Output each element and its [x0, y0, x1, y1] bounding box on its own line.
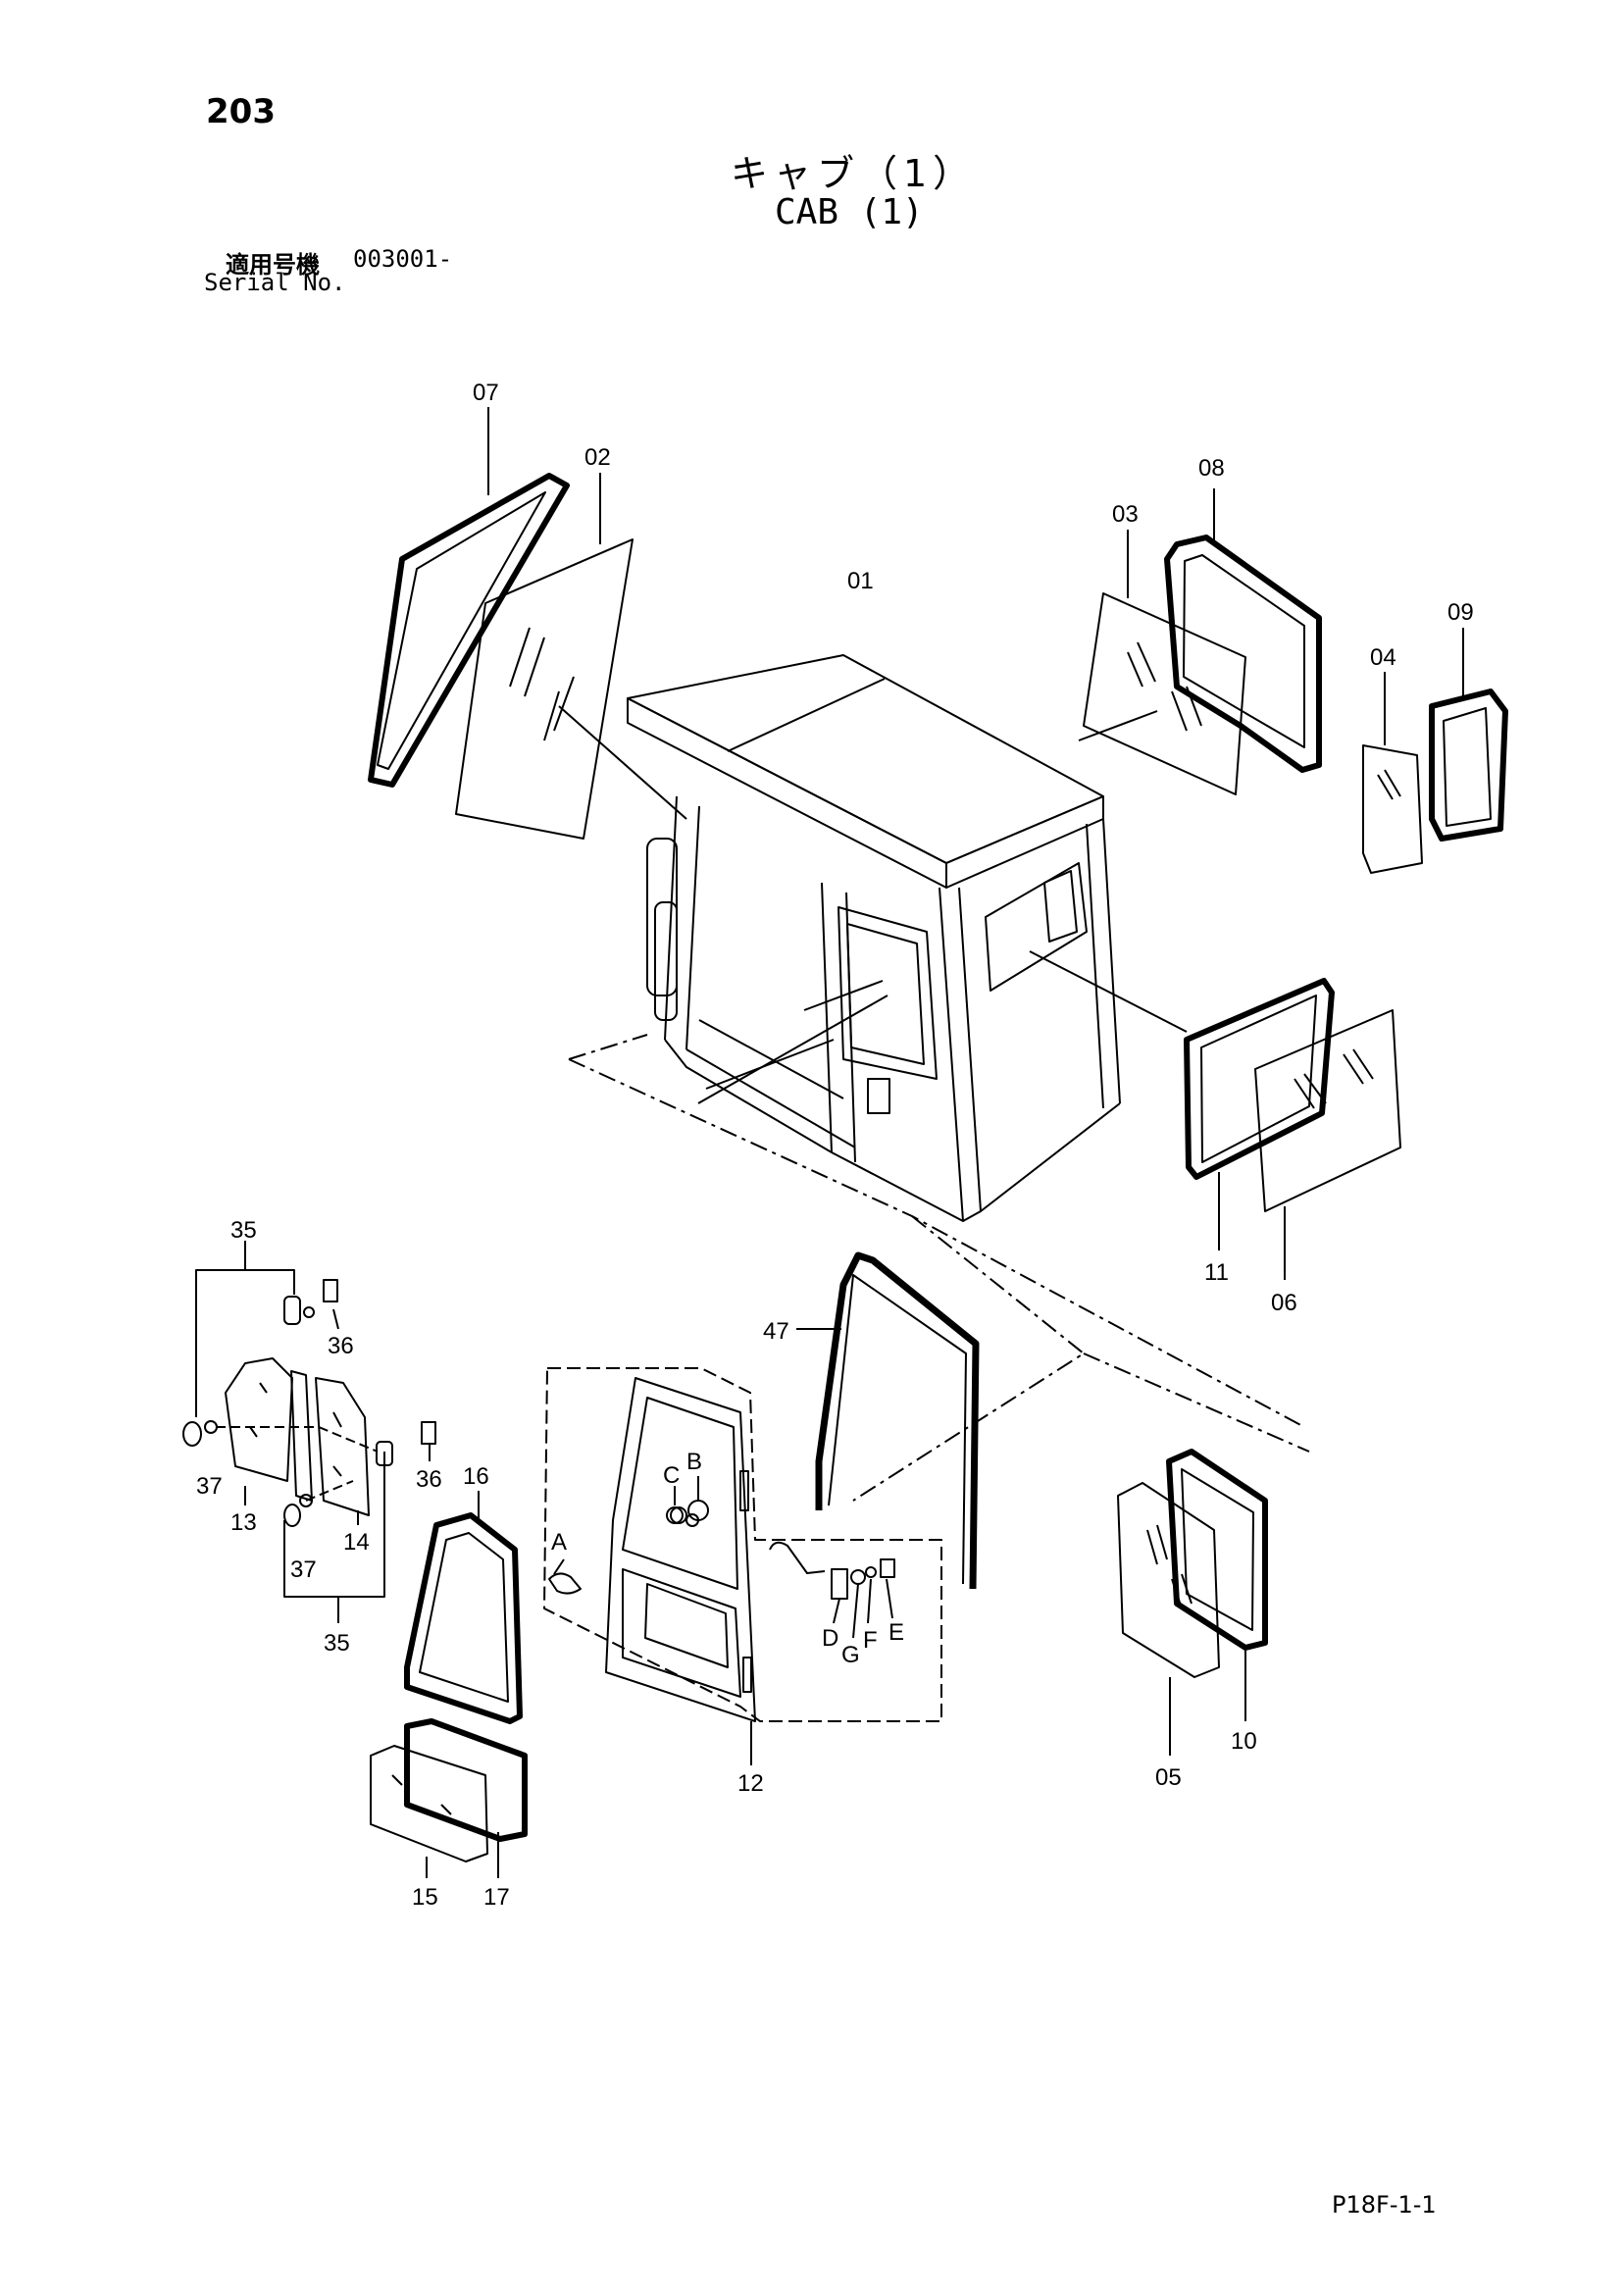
seal-part-17: [404, 1718, 528, 1842]
callout-04: 04: [1370, 644, 1396, 671]
callout-47: 47: [763, 1318, 789, 1345]
callout-03: 03: [1112, 501, 1139, 528]
callout-37-bottom: 37: [290, 1556, 317, 1583]
callout-D: D: [822, 1625, 838, 1652]
callout-07: 07: [473, 380, 499, 406]
callout-E: E: [888, 1619, 904, 1646]
callout-B: B: [686, 1449, 702, 1475]
callout-C: C: [663, 1462, 680, 1489]
bracket-35-bottom: [283, 1452, 385, 1623]
serial-label-japanese: 適用号機: [226, 251, 320, 279]
callout-08: 08: [1198, 455, 1225, 482]
seal-part-11: [1184, 978, 1335, 1180]
callout-16: 16: [463, 1463, 489, 1490]
cab-assembly-leaders: [568, 1034, 1310, 1502]
page-number: 203: [206, 92, 276, 131]
seal-part-07: [368, 473, 570, 788]
callout-36-bottom: 36: [416, 1466, 442, 1493]
divider-strip: [290, 1370, 313, 1502]
figure-reference-code: P18F-1-1: [1332, 2191, 1437, 2219]
callout-12: 12: [737, 1770, 764, 1797]
door-assembly-outline: [543, 1367, 942, 1722]
glass-part-05: [1117, 1482, 1220, 1678]
seal-part-09: [1429, 689, 1508, 842]
part-leader-lines: [558, 705, 1188, 1033]
bracket-35-top: [195, 1241, 295, 1417]
glass-part-02: [455, 538, 634, 840]
title-english: CAB (1): [775, 192, 924, 232]
title-japanese: キャブ（1）: [731, 152, 977, 195]
door-seal-part-47: [815, 1251, 980, 1590]
callout-15: 15: [412, 1884, 438, 1911]
glass-part-13: [225, 1357, 293, 1482]
callout-G: G: [841, 1642, 860, 1668]
callout-01: 01: [847, 568, 874, 594]
callout-17: 17: [483, 1884, 510, 1911]
callout-10: 10: [1231, 1728, 1257, 1755]
callout-labels: 01 02 03 04 05 06 07 08 09 10 11 12 13 1…: [196, 380, 1474, 1911]
seal-part-10: [1166, 1449, 1268, 1651]
glass-part-03: [1083, 592, 1246, 795]
glass-part-06: [1254, 1009, 1401, 1212]
callout-14: 14: [343, 1529, 370, 1556]
callout-35-top: 35: [230, 1217, 257, 1244]
door-hardware-DEFG: [769, 1541, 895, 1639]
callout-36-top: 36: [328, 1333, 354, 1359]
door-hardware-ABC: [548, 1476, 709, 1595]
callout-11: 11: [1204, 1259, 1229, 1286]
callout-06: 06: [1271, 1290, 1297, 1316]
cab-frame-part-01: [627, 654, 1121, 1222]
glass-part-15: [370, 1745, 488, 1862]
door-part-12: [605, 1377, 756, 1722]
callout-35-bottom: 35: [324, 1630, 350, 1657]
seal-part-08: [1164, 535, 1322, 773]
callout-37-left: 37: [196, 1473, 223, 1500]
glass-part-14: [315, 1377, 370, 1516]
callout-F: F: [863, 1627, 878, 1654]
callout-02: 02: [584, 444, 611, 471]
glass-part-04: [1362, 744, 1423, 874]
seal-part-16: [404, 1512, 523, 1724]
serial-number-value: 003001-: [353, 245, 453, 273]
leader-36a: [332, 1308, 339, 1330]
callout-09: 09: [1447, 599, 1474, 626]
callout-05: 05: [1155, 1764, 1182, 1791]
callout-A: A: [551, 1529, 567, 1556]
serial-label-english: Serial No.: [204, 269, 346, 296]
callout-13: 13: [230, 1509, 257, 1536]
